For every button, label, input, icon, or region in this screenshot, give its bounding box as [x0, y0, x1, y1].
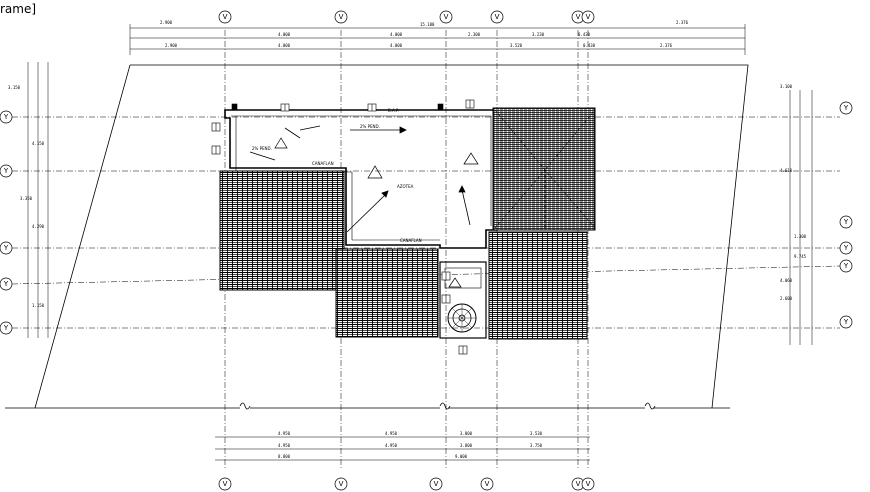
dim-top-left: 2.900 — [160, 20, 173, 25]
axis-bubble-right-4: Y — [843, 262, 849, 270]
dim-right-6: 9.745 — [794, 254, 807, 259]
dim-left-4: 4.290 — [32, 224, 45, 229]
warning-triangles — [274, 137, 479, 288]
dim-bottom-row2-1: 4.950 — [278, 443, 291, 448]
axis-bubble-left-1: Y — [3, 113, 9, 121]
axis-bubble-bottom-4: V — [485, 480, 490, 488]
axis-bubble-top-4: V — [495, 13, 500, 21]
dim-top-row1-5: 0.430 — [578, 32, 591, 37]
dim-top-row2-1: 2.900 — [165, 43, 178, 48]
dim-right-3: 1.300 — [794, 234, 807, 239]
dim-left-5: 1.150 — [32, 303, 45, 308]
axis-bubble-right-5: Y — [843, 318, 849, 326]
dim-top-row1-2: 4.000 — [390, 32, 403, 37]
dim-right-2: 4.610 — [780, 168, 793, 173]
dim-bottom-row2-3: 3.800 — [460, 443, 473, 448]
dim-right-5: 2.600 — [780, 296, 793, 301]
slope-arrows — [249, 125, 471, 233]
dim-left-1: 3.150 — [8, 85, 21, 90]
dim-top-row2-4: 3.520 — [510, 43, 523, 48]
axis-bubble-right-2: Y — [843, 218, 849, 226]
dim-bottom-row1-3: 3.800 — [460, 431, 473, 436]
dim-top-row1-3: 2.300 — [468, 32, 481, 37]
horizontal-grid-lines — [11, 116, 841, 329]
axis-bubble-bottom-2: V — [339, 480, 344, 488]
dim-top-overall: 15.100 — [420, 22, 435, 27]
axis-bubble-left-2: Y — [3, 167, 9, 175]
axis-bubble-bottom-3: V — [434, 480, 439, 488]
tile-roof-center — [335, 248, 439, 338]
axis-bubble-bottom-5: V — [576, 480, 581, 488]
label-canaflan-1: CANAFLAN — [312, 161, 334, 166]
window-symbols — [211, 99, 475, 355]
dim-top-row2-2: 4.000 — [278, 43, 291, 48]
axis-bubble-top-2: V — [339, 13, 344, 21]
axis-bubble-left-4: Y — [3, 280, 9, 288]
axis-bubble-top-6: V — [586, 13, 591, 21]
tile-roof-bottom-right — [488, 231, 588, 340]
axis-bubble-bottom-1: V — [223, 480, 228, 488]
hip-lines — [494, 109, 596, 229]
left-dimension-chains — [27, 62, 49, 338]
axis-bubble-left-3: Y — [3, 244, 9, 252]
tile-roof-left — [219, 170, 345, 291]
tiled-roof-sections — [219, 107, 596, 340]
dim-top-row1-4: 3.230 — [532, 32, 545, 37]
dim-top-right: 2.376 — [676, 20, 689, 25]
left-axis-bubbles — [0, 110, 13, 335]
frame-label: rame] — [0, 2, 37, 16]
dim-bottom-row2-4: 3.750 — [530, 443, 543, 448]
axis-bubble-top-3: V — [444, 13, 449, 21]
bottom-axis-bubbles — [218, 477, 595, 491]
dim-top-row2-6: 2.376 — [660, 43, 673, 48]
label-pendiente-2: 2% PEND. — [252, 146, 272, 151]
dim-left-3: 3.350 — [20, 196, 33, 201]
bottom-dimension-chains — [215, 436, 590, 461]
top-axis-bubbles — [218, 10, 595, 24]
axis-bubble-right-3: Y — [843, 244, 849, 252]
axis-bubble-top-1: V — [223, 13, 228, 21]
axis-bubble-right-1: Y — [843, 104, 849, 112]
label-bajada: B.A.P. — [388, 108, 399, 113]
dim-bottom-row1-4: 3.530 — [530, 431, 543, 436]
dim-bottom-row3-1: 8.800 — [278, 454, 291, 459]
right-dimension-chains — [789, 90, 813, 345]
dim-top-row2-5: 0.430 — [583, 43, 596, 48]
label-canaflan-2: CANAFLAN — [400, 238, 422, 243]
label-pendiente-1: 2% PEND. — [360, 124, 380, 129]
axis-bubble-top-5: V — [576, 13, 581, 21]
dim-right-4: 4.060 — [780, 278, 793, 283]
label-azotea: AZOTEA — [397, 184, 414, 189]
top-dimension-chains — [129, 24, 746, 55]
dim-bottom-row3-2: 9.000 — [455, 454, 468, 459]
dim-top-row2-3: 4.000 — [390, 43, 403, 48]
dim-bottom-row1-2: 4.950 — [385, 431, 398, 436]
axis-bubble-bottom-6: V — [586, 480, 591, 488]
dim-left-2: 4.150 — [32, 141, 45, 146]
site-outline — [5, 64, 749, 410]
stair-well — [439, 261, 487, 339]
dim-bottom-row1-1: 4.950 — [278, 431, 291, 436]
right-axis-bubbles — [839, 101, 853, 329]
axis-bubble-left-5: Y — [3, 324, 9, 332]
dim-top-row1-1: 4.000 — [278, 32, 291, 37]
dim-right-1: 3.100 — [780, 84, 793, 89]
dim-bottom-row2-2: 4.950 — [385, 443, 398, 448]
